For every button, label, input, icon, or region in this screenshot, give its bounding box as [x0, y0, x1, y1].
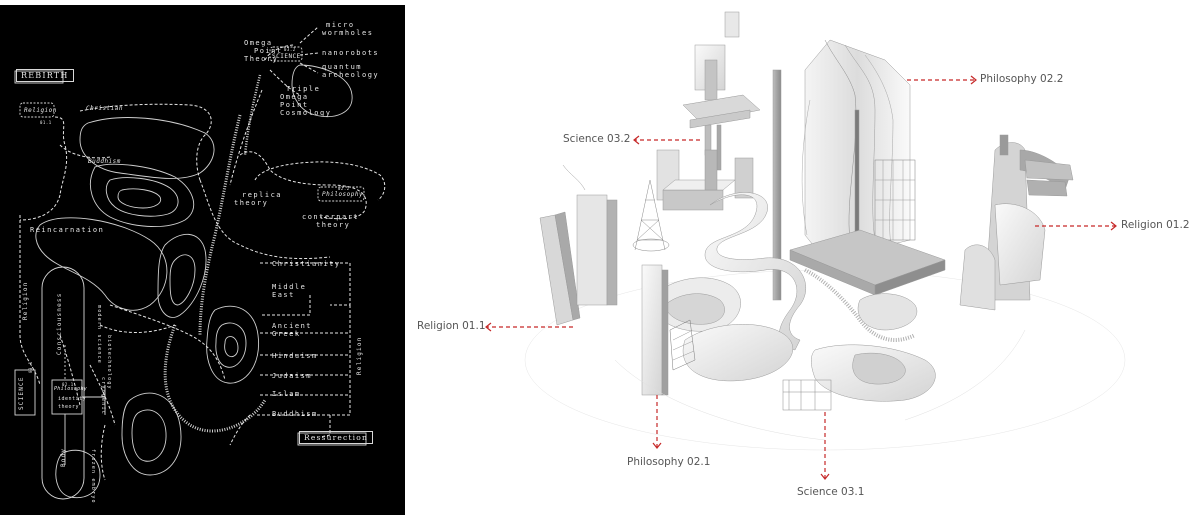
- religion-node: Religion: [24, 107, 57, 114]
- box-science-left: [14, 369, 36, 416]
- ressurection-label: Ressurection: [299, 431, 373, 444]
- capsule-body-column: [41, 266, 85, 500]
- reincarnation-label: Reincarnation: [30, 226, 105, 234]
- philosophy-node: Philosophy: [322, 191, 364, 198]
- rebirth-diagram-panel: REBIRTH Ressurection Religion 01.1 Chris…: [0, 5, 405, 515]
- islam-label: Islam: [272, 390, 301, 398]
- omega-point-theory-label: Omega Point Theory: [244, 39, 283, 63]
- model-serpentine-ribbon: [704, 192, 806, 351]
- micro-wormholes-label: micro wormholes: [322, 21, 374, 37]
- buddhism-list-label: Buddhism: [272, 410, 318, 418]
- model-religion-011-walls: [539, 164, 618, 326]
- philosophy-left-node: Philosophy: [54, 386, 88, 392]
- science-left-code: 03.1: [28, 361, 33, 373]
- flow-main-vertical: [19, 215, 41, 386]
- nanorobots-label: nanorobots: [322, 49, 380, 57]
- model-lattice-tower: [632, 179, 670, 252]
- model-philosophy-021-column: [641, 264, 696, 396]
- quantum-archeology-label: quantum archeology: [322, 63, 380, 79]
- triple-omega-label: Triple Omega Point Cosmology: [280, 85, 332, 117]
- flow-religion-christian: [54, 116, 68, 196]
- box-rebirth-outline: [14, 70, 64, 84]
- philosophy-left-code: 02.1: [62, 382, 74, 387]
- model-science-032-stack: [682, 11, 761, 171]
- axonometric-model-panel: Philosophy 02.2 Science 03.2 Religion 01…: [405, 0, 1200, 520]
- identity-theory-label: identity theory: [58, 396, 87, 410]
- judaism-label: Judaism: [272, 372, 313, 380]
- contour-blob-lower: [121, 392, 182, 476]
- contour-blob-mid: [89, 163, 195, 228]
- vertical-religion-left: Religion: [22, 281, 29, 321]
- model-right-platforms: [811, 293, 936, 402]
- callout-religion-012: Religion 01.2: [1121, 219, 1190, 231]
- contour-blob-center: [206, 305, 260, 384]
- model-tall-column: [772, 69, 782, 301]
- body-label: Body: [60, 447, 67, 467]
- vertical-religion-right: Religion: [356, 336, 363, 376]
- consciousness-label: Consciousness: [56, 292, 63, 355]
- model-religion-012-sculpture: [959, 134, 1074, 311]
- callout-arrows: [487, 79, 1115, 478]
- model-philosophy-022-tower: [789, 39, 946, 296]
- contour-blob-upper: [79, 117, 215, 179]
- callout-science-032: Science 03.2: [563, 133, 631, 145]
- christianity-label: Christianity: [272, 260, 341, 268]
- hinduism-label: Hinduism: [272, 352, 318, 360]
- ancient-greek-label: Ancient Greek: [272, 322, 313, 338]
- religion-node-code: 01.1: [40, 120, 52, 125]
- contour-blob-left: [35, 217, 168, 311]
- diagram-linework: [14, 26, 386, 500]
- science-top-node: SCIENCE: [272, 53, 301, 60]
- frozen-embryo-label: frozen embryo: [90, 449, 96, 504]
- science-left-node: SCIENCE: [18, 376, 25, 410]
- model-stepped-block: [656, 149, 754, 211]
- box-ressurection-outline: [297, 432, 367, 446]
- model-science-031-frame: [782, 379, 832, 411]
- callout-philosophy-021: Philosophy 02.1: [627, 456, 711, 468]
- model-drawing: [485, 11, 1126, 480]
- rebirth-label: REBIRTH: [16, 69, 74, 82]
- philosophy-code: 02.2: [338, 186, 350, 191]
- counterpart-theory-label: conterpart theory: [302, 213, 360, 229]
- science-top-code: 03.2: [284, 47, 296, 52]
- modern-science-label: modern science: [96, 305, 102, 364]
- replica-theory-label: replica theory: [234, 191, 283, 207]
- model-curved-steps: [649, 277, 793, 382]
- callout-philosophy-022: Philosophy 02.2: [980, 73, 1064, 85]
- callout-science-031: Science 03.1: [797, 486, 865, 498]
- middle-east-label: Middle East: [272, 283, 307, 299]
- buddhism-node: Buddhism: [88, 158, 121, 165]
- christian-node: Christian: [86, 105, 124, 112]
- biotechnology-label: biotechnology: [106, 335, 112, 390]
- callout-religion-011: Religion 01.1: [417, 320, 486, 332]
